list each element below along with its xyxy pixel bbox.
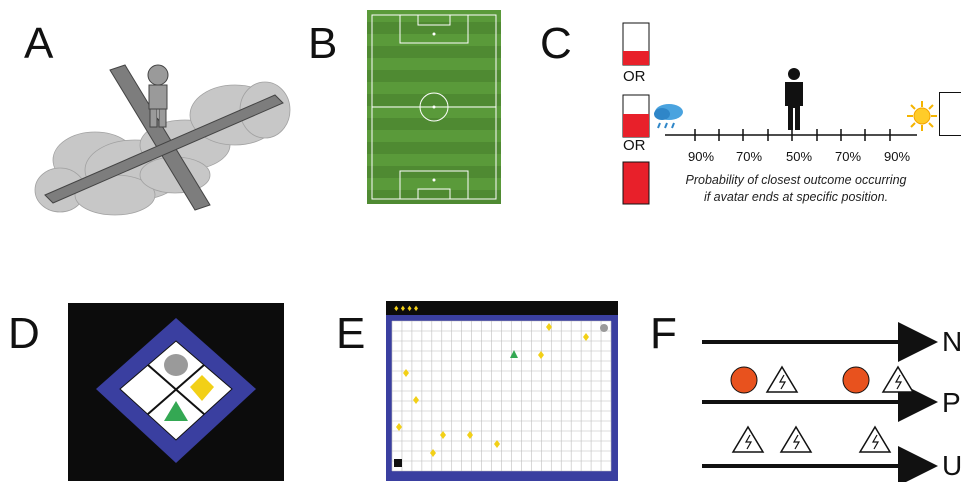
- scale-label-1: 90%: [688, 149, 714, 164]
- probability-bar-fill-1: [623, 51, 649, 65]
- or-label-1: OR: [623, 68, 646, 85]
- scale-label-3: 50%: [786, 149, 812, 164]
- panel-letter-c: C: [540, 22, 572, 66]
- outcome-box-partial: [939, 92, 961, 136]
- football-pitch: [367, 10, 501, 204]
- row-label-n: N: [942, 326, 961, 358]
- orange-circle-1: [731, 367, 757, 393]
- event-sequences: [700, 320, 961, 482]
- caption-line-2: if avatar ends at specific position.: [646, 189, 946, 206]
- or-label-2: OR: [623, 137, 646, 154]
- grid-target-circle: [600, 324, 608, 332]
- person-icon: [780, 68, 808, 132]
- row-label-p: P: [942, 387, 961, 419]
- grid-game-screen: [386, 301, 618, 481]
- probability-scale-axis: [665, 125, 920, 145]
- avatar-figure: [148, 65, 168, 127]
- top-gem-3: ♦: [407, 303, 414, 313]
- probability-bar-fill-2: [623, 114, 649, 137]
- platform-3d-illustration: [25, 55, 295, 225]
- grid-start-square: [394, 459, 402, 467]
- top-gem-4: ♦: [414, 303, 421, 313]
- top-gem-1: ♦: [394, 303, 401, 313]
- orange-circle-2: [843, 367, 869, 393]
- grey-circle-target: [164, 354, 188, 376]
- diamond-game-screen: [68, 303, 284, 481]
- caption-line-1: Probability of closest outcome occurring: [646, 172, 946, 189]
- panel-letter-d: D: [8, 312, 40, 356]
- scale-label-5: 90%: [884, 149, 910, 164]
- panel-letter-f: F: [650, 312, 677, 356]
- scale-label-4: 70%: [835, 149, 861, 164]
- panel-letter-b: B: [308, 22, 337, 66]
- panel-letter-e: E: [336, 312, 365, 356]
- scale-label-2: 70%: [736, 149, 762, 164]
- row-label-u: U: [942, 450, 961, 482]
